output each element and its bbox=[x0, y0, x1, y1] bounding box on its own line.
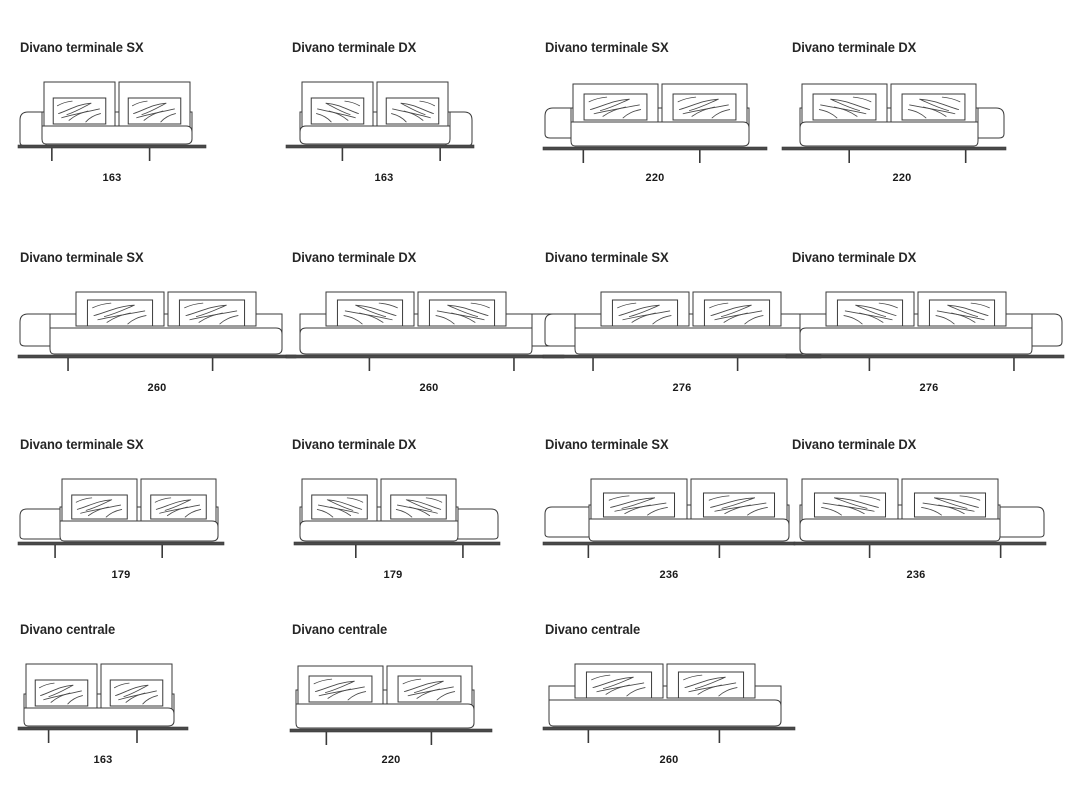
dimension-label: 260 bbox=[147, 382, 167, 394]
dimension-label: 236 bbox=[906, 569, 926, 581]
sofa-elevation-figure bbox=[792, 465, 1047, 585]
sofa-title: Divano terminale DX bbox=[292, 250, 417, 265]
sofa-elevation-figure bbox=[17, 68, 207, 188]
sofa-title: Divano terminale SX bbox=[545, 250, 669, 265]
sofa-title: Divano terminale SX bbox=[545, 437, 669, 452]
sofa-elevation-figure bbox=[17, 465, 226, 585]
dimension-label: 179 bbox=[383, 569, 403, 581]
sofa-title: Divano centrale bbox=[292, 622, 388, 637]
sofa-title: Divano terminale DX bbox=[792, 250, 917, 265]
sofa-elevation-figure bbox=[292, 465, 501, 585]
sofa-elevation-figure bbox=[542, 650, 796, 770]
dimension-label: 260 bbox=[659, 754, 679, 766]
sofa-title: Divano terminale DX bbox=[792, 437, 917, 452]
sofa-elevation-figure bbox=[542, 278, 822, 398]
sofa-title: Divano terminale SX bbox=[20, 250, 144, 265]
dimension-label: 220 bbox=[892, 172, 912, 184]
sofa-elevation-figure bbox=[289, 650, 493, 770]
dimension-label: 236 bbox=[659, 569, 679, 581]
sofa-title: Divano terminale SX bbox=[545, 40, 669, 55]
dimension-label: 276 bbox=[672, 382, 692, 394]
sofa-title: Divano terminale DX bbox=[292, 40, 417, 55]
sofa-title: Divano terminale DX bbox=[292, 437, 417, 452]
dimension-label: 179 bbox=[111, 569, 131, 581]
dimension-label: 260 bbox=[419, 382, 439, 394]
sofa-title: Divano terminale DX bbox=[792, 40, 917, 55]
sofa-elevation-figure bbox=[785, 278, 1065, 398]
sofa-elevation-figure bbox=[285, 278, 565, 398]
sofa-elevation-figure bbox=[17, 278, 297, 398]
dimension-label: 163 bbox=[374, 172, 394, 184]
sofa-elevation-figure bbox=[542, 465, 797, 585]
sofa-elevation-figure bbox=[285, 68, 475, 188]
dimension-label: 220 bbox=[381, 754, 401, 766]
sofa-title: Divano centrale bbox=[20, 622, 116, 637]
dimension-label: 163 bbox=[102, 172, 122, 184]
sofa-title: Divano terminale SX bbox=[20, 40, 144, 55]
dimension-label: 220 bbox=[645, 172, 665, 184]
sofa-elevation-figure bbox=[17, 650, 189, 770]
sofa-elevation-figure bbox=[781, 68, 1007, 188]
sofa-title: Divano centrale bbox=[545, 622, 641, 637]
sofa-title: Divano terminale SX bbox=[20, 437, 144, 452]
dimension-label: 163 bbox=[93, 754, 113, 766]
dimension-label: 276 bbox=[919, 382, 939, 394]
sofa-elevation-figure bbox=[542, 68, 768, 188]
